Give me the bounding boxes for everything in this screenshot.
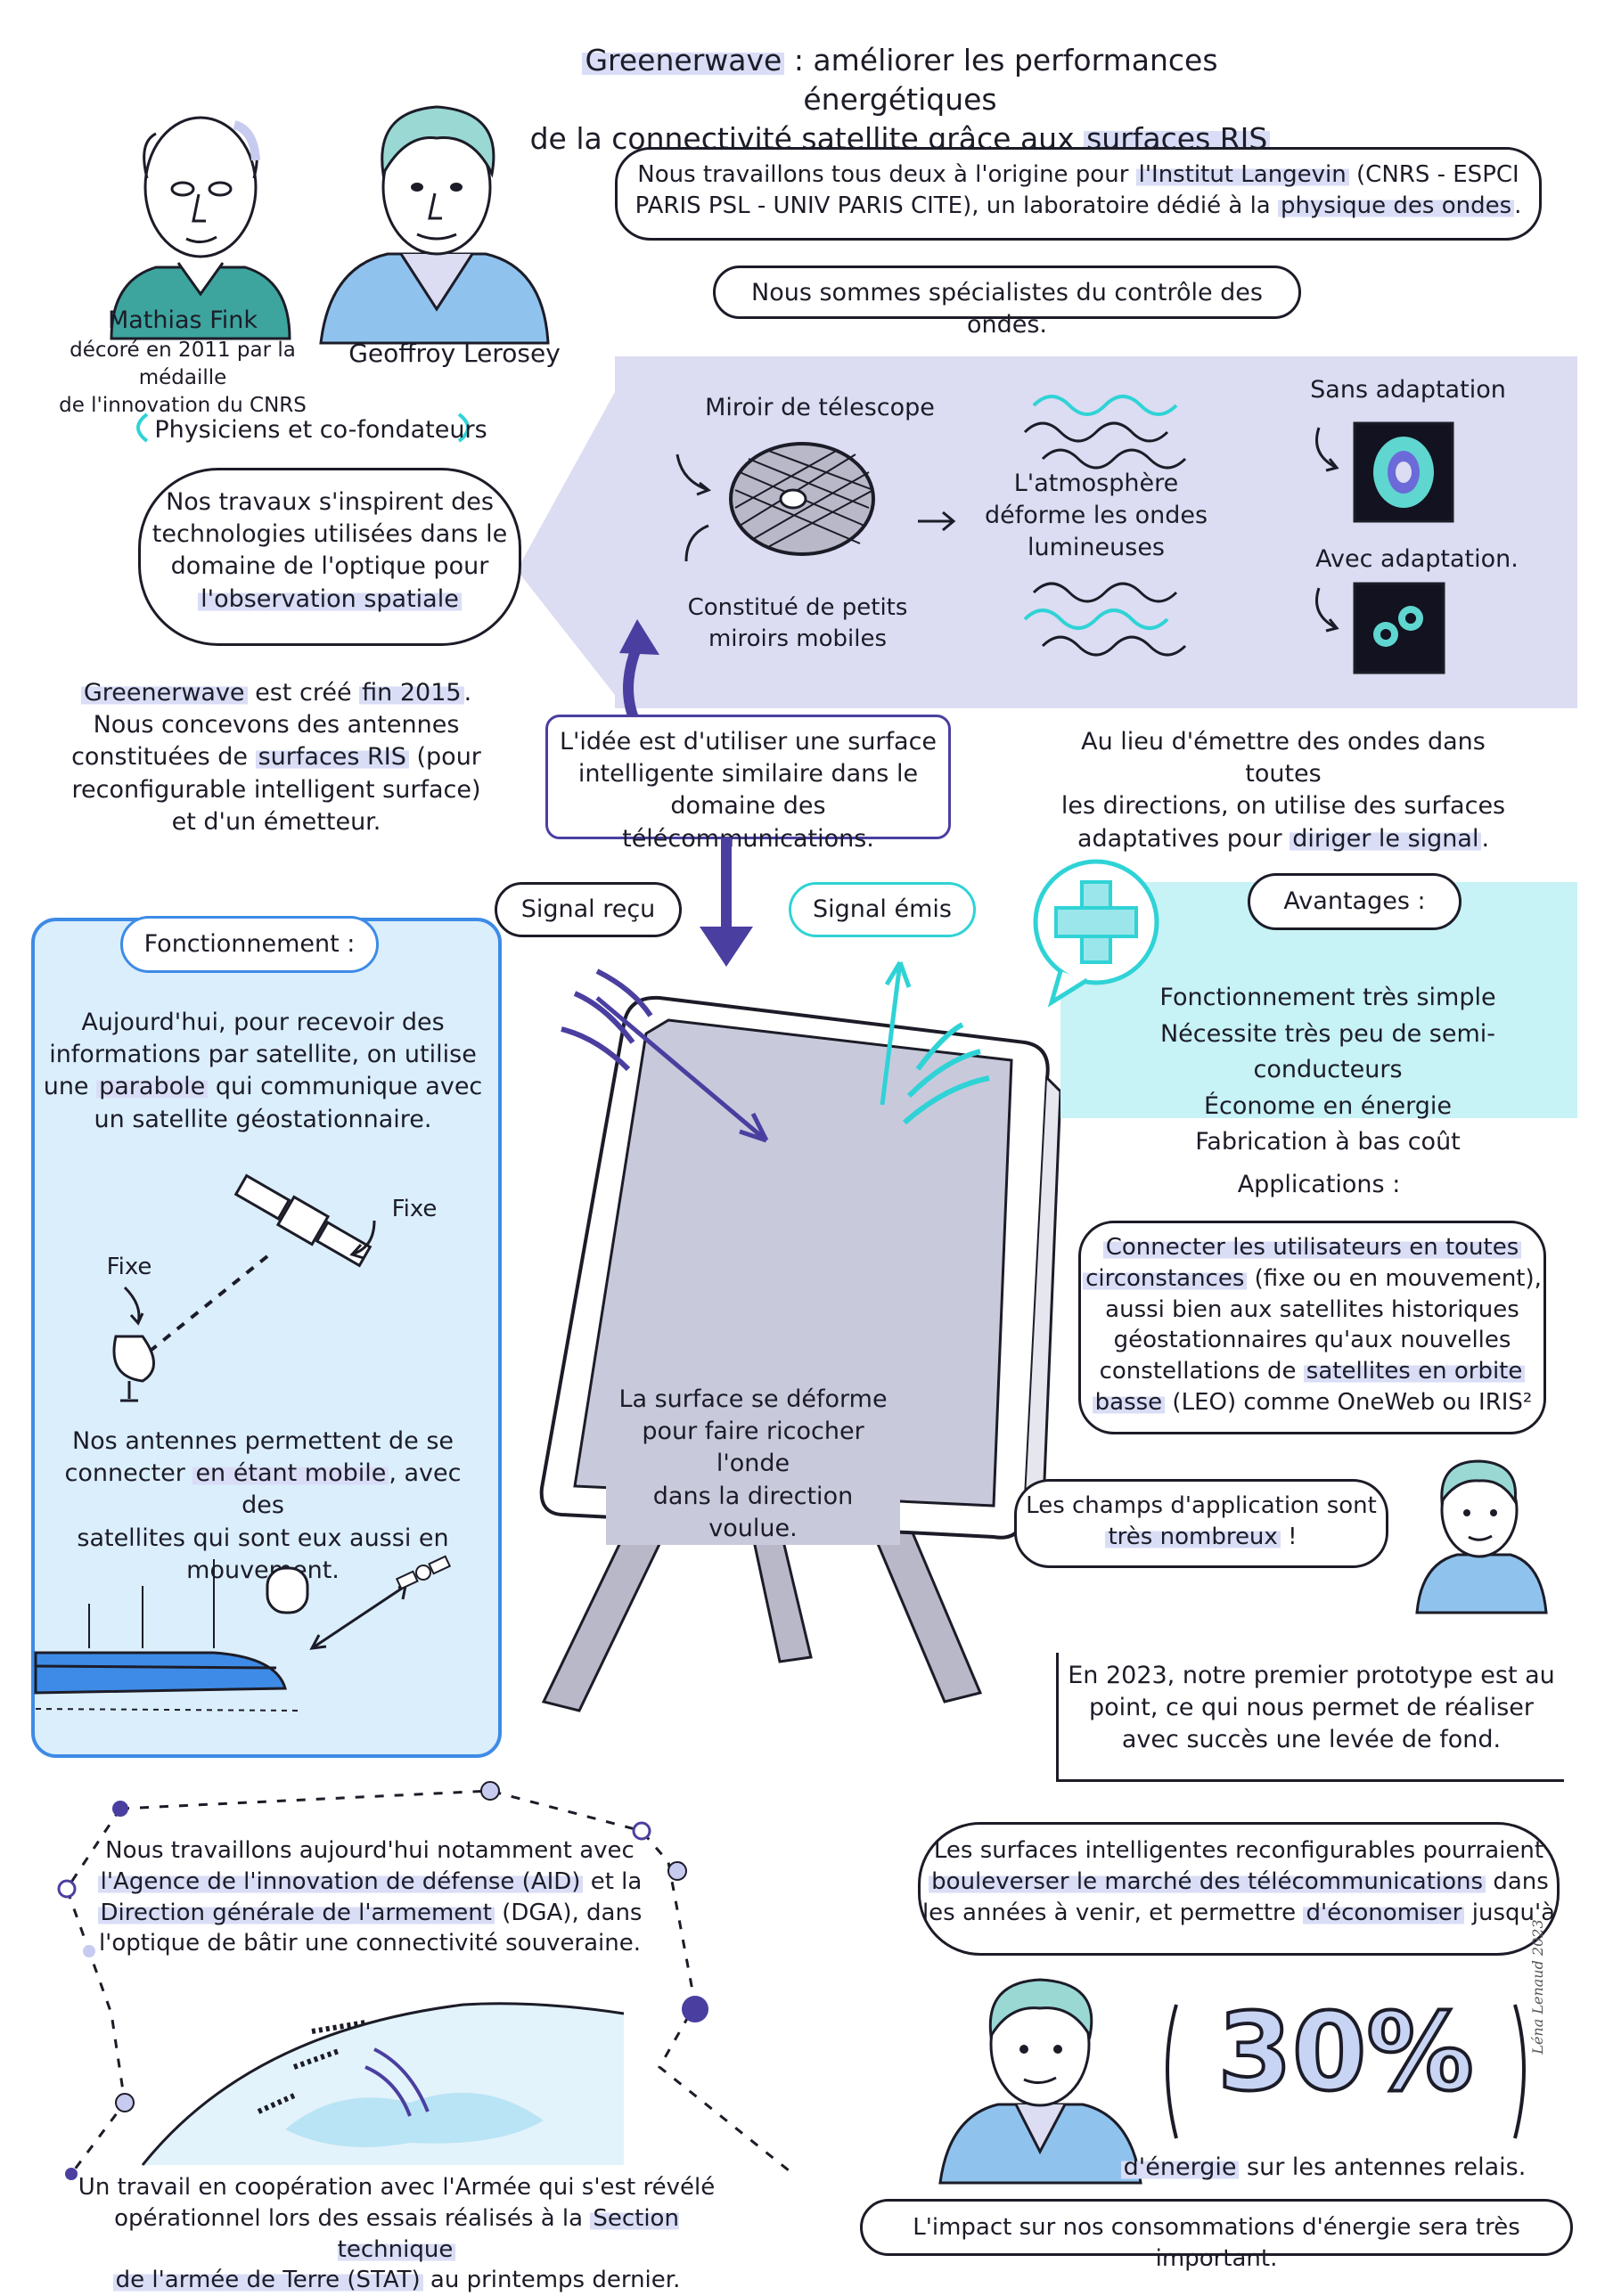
intro-speech-bubble: Nous travaillons tous deux à l'origine p… bbox=[615, 147, 1542, 241]
applications-speech-bubble: Connecter les utilisateurs en toutes cir… bbox=[1078, 1221, 1546, 1434]
percent-brackets bbox=[1166, 2004, 1526, 2139]
constellation-dots bbox=[57, 1781, 794, 2180]
signal-emitted-label: Signal émis bbox=[789, 882, 976, 937]
greenerwave-description: Greenerwave est créé fin 2015. Nous conc… bbox=[71, 679, 481, 836]
ris-surface-illustration bbox=[539, 960, 1062, 1712]
atmosphere-waves-top bbox=[1023, 395, 1187, 470]
advantages-list: Fonctionnement très simple Nécessite trè… bbox=[1087, 980, 1568, 1161]
blurred-star-image bbox=[1315, 421, 1454, 523]
telescope-mirror-icon bbox=[729, 442, 875, 556]
earth-satellites-illustration bbox=[141, 2002, 625, 2166]
page-title: Greenerwave : améliorer les performances… bbox=[499, 41, 1301, 159]
energy-savings-text: d'énergie sur les antennes relais. bbox=[1114, 2152, 1533, 2184]
functioning-panel bbox=[31, 918, 502, 1758]
with-adaptation-label: Avec adaptation. bbox=[1315, 545, 1519, 573]
role-label: Physiciens et co-fondateurs bbox=[154, 416, 487, 444]
optics-speech-bubble: Nos travaux s'inspirent des technologies… bbox=[138, 468, 521, 646]
sharp-star-image bbox=[1315, 582, 1445, 674]
satellite-dish-illustration bbox=[112, 1173, 376, 1402]
fixe-label-dish: Fixe bbox=[106, 1254, 152, 1280]
idea-arrow-down bbox=[700, 838, 753, 967]
geoffroy-portrait-bottom bbox=[938, 1978, 1142, 2185]
artist-signature: Léna Lenaud 2023 bbox=[1529, 1919, 1546, 2055]
mirror-arrows bbox=[675, 453, 956, 562]
defense-text: Nous travaillons aujourd'hui notamment a… bbox=[97, 1837, 643, 1957]
brand-name: Greenerwave bbox=[582, 43, 785, 78]
advantage-item: Nécessite très peu de semi-conducteurs bbox=[1159, 1019, 1496, 1084]
plus-icon bbox=[1033, 859, 1159, 1008]
advantage-item: Économe en énergie bbox=[1203, 1091, 1453, 1120]
optics-panel-pointer bbox=[517, 392, 615, 695]
portrait-geoffroy-lerosey bbox=[319, 105, 550, 345]
advantages-title: Avantages : bbox=[1248, 873, 1462, 930]
specialists-speech-bubble: Nous sommes spécialistes du contrôle des… bbox=[713, 266, 1301, 339]
functioning-title: Fonctionnement : bbox=[120, 916, 379, 973]
advantage-item: Fonctionnement très simple bbox=[1159, 984, 1496, 1011]
geoffroy-name: Geoffroy Lerosey bbox=[348, 339, 561, 368]
mathias-name: Mathias Fink bbox=[107, 306, 258, 334]
atmosphere-waves-bottom bbox=[1023, 582, 1187, 657]
train-satellite-illustration bbox=[34, 1555, 452, 1712]
portrait-mathias-fink bbox=[110, 116, 291, 340]
fields-speech-bubble: Les champs d'application sont très nombr… bbox=[1014, 1479, 1388, 1568]
functioning-paragraph-2: Nos antennes permettent de se connecter … bbox=[64, 1427, 462, 1584]
without-adaptation-label: Sans adaptation bbox=[1310, 376, 1506, 404]
advantage-item: Fabrication à bas coût bbox=[1195, 1128, 1461, 1156]
impact-speech-bubble: L'impact sur nos consommations d'énergie… bbox=[860, 2199, 1573, 2272]
role-arrows bbox=[136, 413, 470, 443]
mathias-caption: Mathias Fink décoré en 2011 par la médai… bbox=[59, 306, 307, 417]
applications-title: Applications : bbox=[1237, 1171, 1401, 1198]
fixe-label-satellite: Fixe bbox=[391, 1196, 438, 1222]
geoffroy-small-portrait bbox=[1415, 1459, 1548, 1614]
future-speech-bubble: Les surfaces intelligentes reconfigurabl… bbox=[918, 1822, 1560, 1956]
army-text: Un travail en coopération avec l'Armée q… bbox=[78, 2174, 716, 2294]
signal-received-label: Signal reçu bbox=[495, 882, 682, 937]
mirror-label: Miroir de télescope bbox=[705, 394, 935, 421]
percent-value: 30% bbox=[1216, 1990, 1475, 2117]
